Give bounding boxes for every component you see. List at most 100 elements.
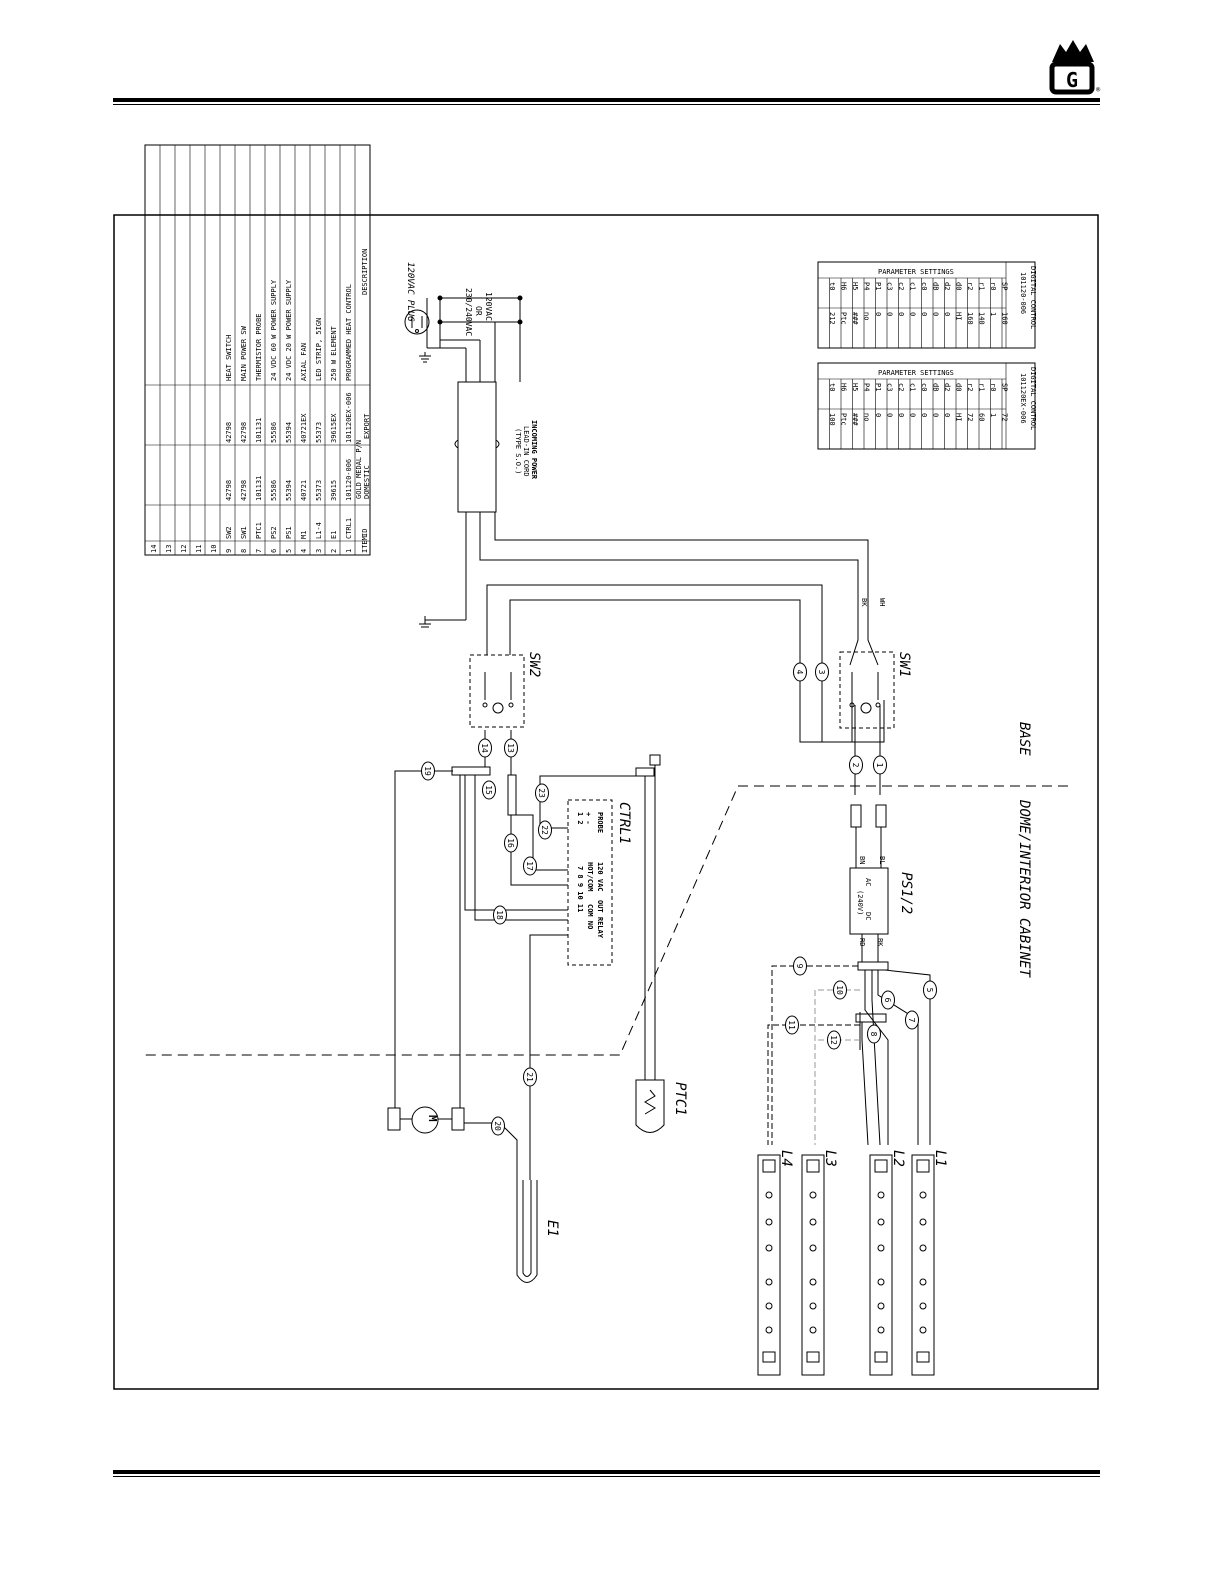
led-strip-label: L3 (822, 1150, 838, 1167)
bn-wire-label: BN (858, 856, 866, 864)
param-name: P1 (874, 282, 882, 290)
led-strip-end (874, 1351, 888, 1363)
wire-number-10: 10 (833, 980, 847, 1000)
table-header-pn: GOLD MEDAL P/N (355, 440, 363, 499)
param-name: P4 (863, 282, 871, 290)
led-diode (877, 1302, 885, 1310)
led-strip-l1: L1 (911, 1150, 948, 1376)
table-cell-domestic: 101120-006 (345, 459, 353, 501)
wire-number-14: 14 (478, 738, 492, 758)
param-value: HI (955, 413, 963, 421)
table-cell-domestic: 40721 (300, 480, 308, 501)
company-logo: G ® (1049, 40, 1101, 95)
diagram-border (113, 214, 1099, 1390)
cord-label-2: LEAD-IN CORD (522, 426, 530, 477)
wire-number-17: 17 (523, 856, 537, 876)
param-name: c2 (897, 282, 905, 290)
led-strip-connector (916, 1159, 930, 1173)
table-cell-item: 4 (300, 549, 308, 553)
ps-label: PS1/2 (898, 872, 914, 914)
param-value: 0 (920, 312, 928, 316)
led-strip-end (806, 1351, 820, 1363)
wire-number-bubble (523, 1067, 537, 1087)
param-value: 60 (978, 413, 986, 421)
wire-number-4: 4 (793, 662, 807, 682)
plug-label: 120VAC PLUG (405, 262, 415, 322)
wire-number-text: 19 (423, 766, 432, 776)
table-cell-description: HEAT SWITCH (225, 335, 233, 381)
table-cell-description: MAIN POWER SW (240, 325, 248, 381)
param-value: 160 (966, 312, 974, 325)
param-name: r2 (966, 383, 974, 391)
param-table-border (817, 261, 1036, 349)
param-name: c3 (886, 383, 894, 391)
cord-label-1: INCOMING POWER (530, 420, 538, 480)
table-cell-description: AXIAL FAN (300, 343, 308, 381)
base-section-label: BASE (1016, 722, 1032, 756)
table-cell-item: 11 (195, 545, 203, 553)
param-name: c2 (897, 383, 905, 391)
param-value: 72 (1001, 413, 1009, 421)
wire-number-text: 22 (540, 825, 549, 835)
param-name: c3 (886, 282, 894, 290)
wire-number-5: 5 (923, 980, 937, 1000)
wire-number-text: 14 (480, 743, 489, 753)
param-value: 0 (897, 312, 905, 316)
led-diode (809, 1302, 817, 1310)
wire-number-bubble (535, 783, 549, 803)
param-value: ### (851, 413, 859, 426)
table-cell-domestic: 55373 (315, 480, 323, 501)
relay-sub-label: COM NO (586, 904, 594, 929)
table-header-export: EXPORT (363, 413, 371, 439)
table-cell-domestic: 55394 (285, 480, 293, 501)
wire-number-text: 23 (537, 788, 546, 798)
param-name: d2 (943, 282, 951, 290)
wire-number-23: 23 (535, 783, 549, 803)
wire-number-15: 15 (482, 780, 496, 800)
table-cell-export: 40721EX (300, 413, 308, 443)
param-value: Ptc (840, 312, 848, 325)
ps-dc-label: DC (864, 912, 872, 920)
led-diode (877, 1326, 885, 1334)
param-name: r0 (989, 282, 997, 290)
param-name: r2 (966, 282, 974, 290)
sw1-label: SW1 (896, 652, 912, 677)
wire-number-bubble (482, 780, 496, 800)
table-cell-description: LED STRIP, 5IGN (315, 318, 323, 381)
param-value: 1 (989, 413, 997, 417)
param-name: SP (1001, 282, 1009, 290)
wire-number-bubble (793, 662, 807, 682)
param-name: r1 (978, 282, 986, 290)
wire-number-bubble (504, 738, 518, 758)
led-strip-label: L4 (778, 1150, 794, 1167)
wire-number-bubble (815, 662, 829, 682)
wire-number-text: 11 (787, 1020, 796, 1030)
table-header-id: ID (361, 529, 369, 537)
led-strip-l4: L4 (757, 1150, 794, 1376)
led-diode (919, 1191, 927, 1199)
table-cell-item: 3 (315, 549, 323, 553)
led-strip-connector (806, 1159, 820, 1173)
param-value: 0 (943, 312, 951, 316)
param-name: d2 (943, 383, 951, 391)
wire-number-bubble (493, 905, 507, 925)
parts-table-border (144, 144, 371, 556)
wire-number-text: 17 (525, 861, 534, 871)
wire-number-text: 13 (506, 743, 515, 753)
rd-wire-label: RD (858, 938, 866, 946)
param-value: no (863, 312, 871, 320)
param-subtitle: PARAMETER SETTINGS (878, 369, 954, 377)
param-value: 140 (978, 312, 986, 325)
wire-number-7: 7 (905, 1010, 919, 1030)
param-name: H5 (851, 383, 859, 391)
param-value: 0 (874, 312, 882, 316)
table-cell-item: 10 (210, 545, 218, 553)
param-subtitle: PARAMETER SETTINGS (878, 268, 954, 276)
table-cell-item: 13 (165, 545, 173, 553)
table-cell-domestic: 55586 (270, 480, 278, 501)
wire-number-text: 7 (907, 1018, 916, 1023)
